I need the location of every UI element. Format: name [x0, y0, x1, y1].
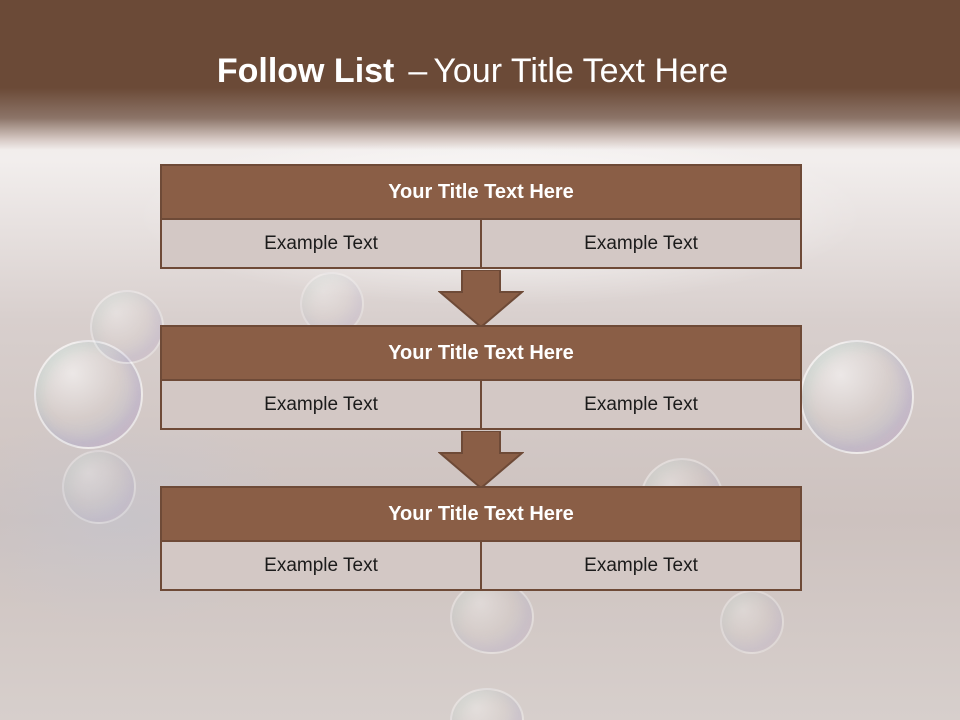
block-row: Example Text Example Text [160, 381, 802, 430]
block-cell-left: Example Text [160, 381, 482, 430]
block-title: Your Title Text Here [160, 486, 802, 542]
page-title-separator: – [408, 52, 428, 90]
down-arrow-icon [438, 270, 524, 328]
block-cell-right: Example Text [482, 381, 802, 430]
block-cell-right: Example Text [482, 542, 802, 591]
block-row: Example Text Example Text [160, 220, 802, 269]
block-title: Your Title Text Here [160, 164, 802, 220]
bubble-decoration [450, 688, 524, 720]
block-title: Your Title Text Here [160, 325, 802, 381]
bubble-decoration [90, 290, 164, 364]
block-row: Example Text Example Text [160, 542, 802, 591]
step-block-3: Your Title Text Here Example Text Exampl… [160, 486, 802, 591]
page-title: Follow List–Your Title Text Here [0, 52, 945, 91]
block-cell-right: Example Text [482, 220, 802, 269]
step-block-2: Your Title Text Here Example Text Exampl… [160, 325, 802, 430]
step-block-1: Your Title Text Here Example Text Exampl… [160, 164, 802, 269]
block-cell-left: Example Text [160, 220, 482, 269]
page-title-rest: Your Title Text Here [433, 52, 729, 90]
bubble-decoration [62, 450, 136, 524]
header-band [0, 0, 960, 150]
bubble-decoration [800, 340, 914, 454]
bubble-decoration [720, 590, 784, 654]
down-arrow-icon [438, 431, 524, 489]
bubble-decoration [450, 580, 534, 654]
page-title-bold: Follow List [216, 52, 395, 90]
block-cell-left: Example Text [160, 542, 482, 591]
